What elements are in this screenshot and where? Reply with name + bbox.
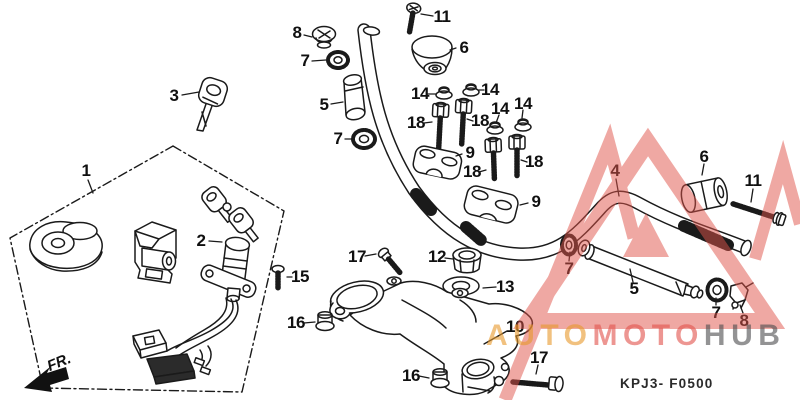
part-callout-14: 14 [491,99,509,118]
part-callout-7: 7 [711,303,721,322]
part-callout-13: 13 [496,277,514,296]
part-callout-16: 16 [287,313,305,332]
part-callout-5: 5 [319,95,329,114]
part-callout-4: 4 [610,161,620,180]
part-callout-6: 6 [459,38,469,57]
cap-nut-drawing [311,25,337,49]
part-callout-15: 15 [291,267,309,286]
part-callout-11: 11 [433,7,451,26]
part-callout-1: 1 [81,161,91,180]
part-callout-17: 17 [348,247,366,266]
mount-cone-drawing [411,35,453,76]
key-drawing [196,76,229,132]
part-callout-12: 12 [428,247,446,266]
fr-arrow-icon [24,367,69,392]
part-callout-7: 7 [333,129,343,148]
part-callout-18: 18 [525,152,543,171]
kit-pad-bracket-drawing [29,220,177,284]
part-callout-5: 5 [629,279,639,298]
part-callout-18: 18 [407,113,425,132]
part-callout-7: 7 [300,51,310,70]
part-callout-17: 17 [530,348,548,367]
part-callout-7: 7 [564,259,574,278]
part-callout-18: 18 [463,162,481,181]
part-callout-14: 14 [514,94,532,113]
part-callout-2: 2 [196,231,206,250]
part-callout-3: 3 [169,86,179,105]
part-callout-10: 10 [506,317,524,336]
stem-nut-washer-drawing [442,247,482,296]
part-callout-14: 14 [411,84,429,103]
part-callout-14: 14 [481,80,499,99]
part-callout-18: 18 [471,111,489,130]
diagram-part-code: KPJ3- F0500 [620,376,714,391]
part-callout-9: 9 [531,192,541,211]
part-callout-9: 9 [465,143,475,162]
kit-box-outline [9,145,285,393]
part-callout-11: 11 [744,171,762,190]
part-callout-6: 6 [699,147,709,166]
screw-upper-drawing [406,2,422,35]
top-bridge-drawing [329,276,534,396]
part-callout-16: 16 [402,366,420,385]
part-callout-8: 8 [739,311,749,330]
grip-sleeve-drawing [342,74,366,121]
part-callout-8: 8 [292,23,302,42]
ignition-switch-drawing [132,186,259,385]
